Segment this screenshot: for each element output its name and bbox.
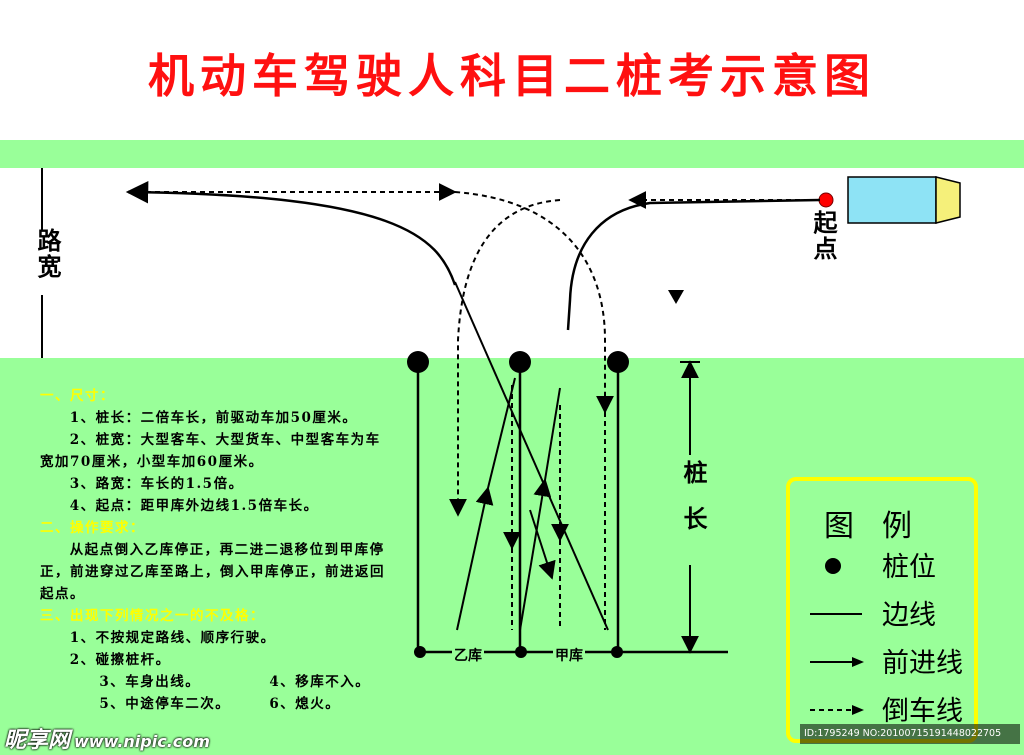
- pile-top-left: [407, 351, 429, 373]
- legend-row-forward: 前进线: [790, 641, 974, 681]
- pile-bottom-middle: [515, 646, 527, 658]
- pile-bottom-right: [611, 646, 623, 658]
- pile-top-right: [607, 351, 629, 373]
- legend-row-pile: 桩位: [790, 545, 974, 585]
- legend-label-forward: 前进线: [882, 648, 963, 679]
- vehicle-front: [935, 176, 961, 224]
- forward-line-b1-upper: [487, 377, 516, 489]
- pile-dot-icon: [825, 558, 841, 574]
- reverse-curve-into-garage-b: [449, 199, 561, 517]
- reverse-curve-into-garage-a: [454, 191, 614, 414]
- pile-top-middle: [509, 351, 531, 373]
- reverse-arrow-icon: [810, 705, 864, 715]
- notes-item: 3、车身出线。: [99, 674, 201, 690]
- forward-line-b2-upper: [544, 387, 561, 481]
- image-id-bar: ID:1795249 NO:20100715191448022705: [800, 724, 1020, 744]
- pile-bottom-left: [414, 646, 426, 658]
- legend-box: 图例 桩位 边线 前进线 倒车线: [786, 477, 978, 743]
- legend-title: 图例: [824, 509, 940, 544]
- vehicle-body: [847, 176, 937, 224]
- legend-row-edge: 边线: [790, 593, 974, 633]
- legend-label-reverse: 倒车线: [882, 696, 963, 727]
- notes-item: 1、桩长：二倍车长，前驱动车加50厘米。: [69, 410, 358, 426]
- legend-row-reverse: 倒车线: [790, 689, 974, 729]
- notes-section-fail-conditions: 三、出现下列情况之一的不及格：: [40, 608, 265, 624]
- watermark-brand: 昵享网: [4, 728, 71, 753]
- notes-section-operation: 二、操作要求：: [40, 520, 145, 536]
- top-green-band: [0, 140, 1024, 168]
- legend-label-pile: 桩位: [882, 552, 936, 583]
- forward-cross-diagonal: [454, 281, 609, 631]
- road-width-label: 路宽: [33, 228, 61, 280]
- garage-b-label: 乙库: [452, 645, 484, 665]
- notes-item: 2、碰擦桩杆。: [69, 652, 171, 668]
- forward-arrow-icon: [810, 657, 864, 667]
- notes-item-pair: 5、中途停车二次。 6、熄火。: [40, 693, 390, 715]
- notes-item: 2、桩宽：大型客车、大型货车、中型客车为车宽加70厘米，小型车加60厘米。: [40, 432, 381, 470]
- start-point-dot: [818, 192, 834, 208]
- notes-item: 5、中途停车二次。: [99, 696, 231, 712]
- notes-item-pair: 3、车身出线。 4、移库不入。: [40, 671, 390, 693]
- garage-a-label: 甲库: [553, 645, 585, 665]
- forward-arrow-a: [529, 509, 556, 580]
- forward-line-b2: [519, 478, 552, 631]
- watermark-site: www.nipic.com: [74, 732, 210, 751]
- notes-section-dimensions: 一、尺寸：: [40, 388, 115, 404]
- forward-path-from-start: [566, 198, 821, 331]
- diagram-title: 机动车驾驶人科目二桩考示意图: [148, 49, 876, 103]
- exam-notes: 一、尺寸： 1、桩长：二倍车长，前驱动车加50厘米。 2、桩宽：大型客车、大型货…: [40, 385, 390, 715]
- edge-line-icon: [810, 613, 862, 615]
- notes-item: 6、熄火。: [269, 696, 341, 712]
- forward-path-road-west: [125, 180, 457, 286]
- notes-item: 3、路宽：车长的1.5倍。: [69, 476, 244, 492]
- legend-label-edge: 边线: [882, 600, 936, 631]
- notes-item: 4、移库不入。: [269, 674, 371, 690]
- notes-item: 1、不按规定路线、顺序行驶。: [69, 630, 276, 646]
- forward-line-b1: [456, 486, 494, 631]
- pile-length-label: 桩长: [679, 460, 707, 552]
- direction-triangle: [668, 290, 684, 304]
- notes-operation-text: 从起点倒入乙库停正，再二进二退移位到甲库停正，前进穿过乙库至路上，倒入甲库停正，…: [40, 542, 385, 602]
- start-label: 起点: [809, 210, 837, 262]
- notes-item: 4、起点：距甲库外边线1.5倍车长。: [69, 498, 319, 514]
